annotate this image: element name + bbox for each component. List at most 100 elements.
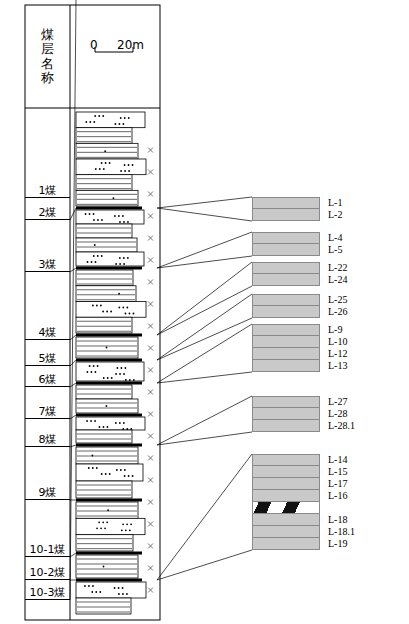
- sand-dot: [84, 585, 86, 587]
- sand-dot: [128, 164, 130, 166]
- seam-tie: [70, 0, 76, 600]
- sand-dot: [120, 469, 122, 471]
- bedding-line: [77, 434, 131, 435]
- sample-strip: [252, 348, 320, 360]
- sand-dot: [103, 377, 105, 379]
- rock-layer: [76, 502, 138, 518]
- bedding-line: [77, 394, 131, 395]
- sand-dot: [92, 305, 94, 307]
- leader-line: [157, 396, 252, 445]
- sand-dot: [93, 365, 95, 367]
- sand-dot: [128, 170, 130, 172]
- sand-dot: [107, 426, 109, 428]
- sand-dot: [114, 215, 116, 217]
- scale-label-box: 0: [90, 34, 98, 53]
- column-heading: 煤层名称: [41, 28, 54, 85]
- coal-seam: [76, 207, 142, 210]
- sand-dot: [122, 307, 124, 309]
- bedding-line: [77, 178, 131, 179]
- rock-layer: [76, 535, 133, 551]
- sample-strip: [252, 336, 320, 348]
- sample-row: L-17: [252, 478, 355, 490]
- cross-mark: [148, 522, 153, 527]
- bedding-line: [77, 228, 131, 229]
- bedding-line: [77, 564, 137, 565]
- sand-dot: [124, 475, 126, 477]
- sand-dot: [118, 307, 120, 309]
- rock-layer: [76, 464, 143, 481]
- sand-dot: [95, 591, 97, 593]
- silt-dot: [94, 244, 96, 246]
- sample-row: L-18: [252, 514, 355, 526]
- coal-seam: [76, 414, 142, 417]
- sand-dot: [122, 123, 124, 125]
- sand-dot: [90, 420, 92, 422]
- sample-strip: [252, 262, 320, 274]
- sample-row: L-1: [252, 197, 342, 209]
- bedding-line: [77, 299, 135, 300]
- sample-strip: [252, 294, 320, 306]
- sand-dot: [122, 587, 124, 589]
- sand-dot: [116, 367, 118, 369]
- sand-dot: [103, 168, 105, 170]
- sample-group: L-22L-24: [252, 262, 347, 286]
- rock-layer: [76, 582, 146, 598]
- sample-strip: [252, 209, 320, 221]
- sand-dot: [105, 162, 107, 164]
- sand-dot: [118, 215, 120, 217]
- sand-dot: [109, 473, 111, 475]
- bedding-line: [77, 490, 131, 491]
- sand-dot: [118, 123, 120, 125]
- sand-dot: [123, 373, 125, 375]
- leader-line: [157, 454, 252, 580]
- cross-mark: [148, 478, 153, 483]
- seam-name: 7煤: [39, 405, 57, 418]
- sample-id: L-2: [328, 209, 342, 221]
- bedding-line: [77, 607, 130, 608]
- sand-dot: [95, 371, 97, 373]
- rock-layer: [76, 430, 132, 443]
- sand-dot: [110, 311, 112, 313]
- sand-dot: [123, 221, 125, 223]
- sand-dot: [120, 117, 122, 119]
- sample-strip: [252, 514, 320, 526]
- bedding-line: [77, 461, 137, 462]
- seam-name-cell: 2煤: [25, 198, 70, 220]
- rock-layer: [76, 481, 132, 498]
- rock-layer: [76, 447, 138, 464]
- sand-dot: [85, 213, 87, 215]
- seam-name-cell: 9煤: [25, 447, 70, 500]
- bedding-line: [77, 569, 137, 570]
- rock-layer: [76, 385, 132, 399]
- sample-row: L-22: [252, 262, 347, 274]
- sample-id: L-5: [328, 244, 342, 256]
- sample-strip: [252, 197, 320, 209]
- bedding-line: [77, 247, 136, 248]
- sand-dot: [106, 521, 108, 523]
- bedding-line: [77, 188, 131, 189]
- sand-dot: [88, 585, 90, 587]
- silt-dot: [104, 150, 106, 152]
- cross-mark: [148, 302, 153, 307]
- cross-mark: [148, 148, 153, 153]
- sand-dot: [85, 121, 87, 123]
- seam-name: 10-1煤: [30, 543, 66, 556]
- rock-layer: [76, 238, 137, 252]
- cross-mark: [148, 368, 153, 373]
- bedding-line: [77, 204, 137, 205]
- column-divider: [70, 5, 71, 620]
- sand-dot: [87, 371, 89, 373]
- bedding-line: [77, 147, 137, 148]
- sand-dot: [119, 221, 121, 223]
- sand-dot: [97, 255, 99, 257]
- cross-mark: [148, 566, 153, 571]
- sand-dot: [99, 591, 101, 593]
- bedding-line: [77, 294, 135, 295]
- sand-dot: [102, 311, 104, 313]
- sample-id: L-1: [328, 197, 342, 209]
- sand-dot: [99, 426, 101, 428]
- sample-row: L-19: [252, 538, 355, 550]
- silt-dot: [91, 455, 93, 457]
- seam-tie: [70, 415, 76, 419]
- seam-name-cell: 8煤: [25, 419, 70, 447]
